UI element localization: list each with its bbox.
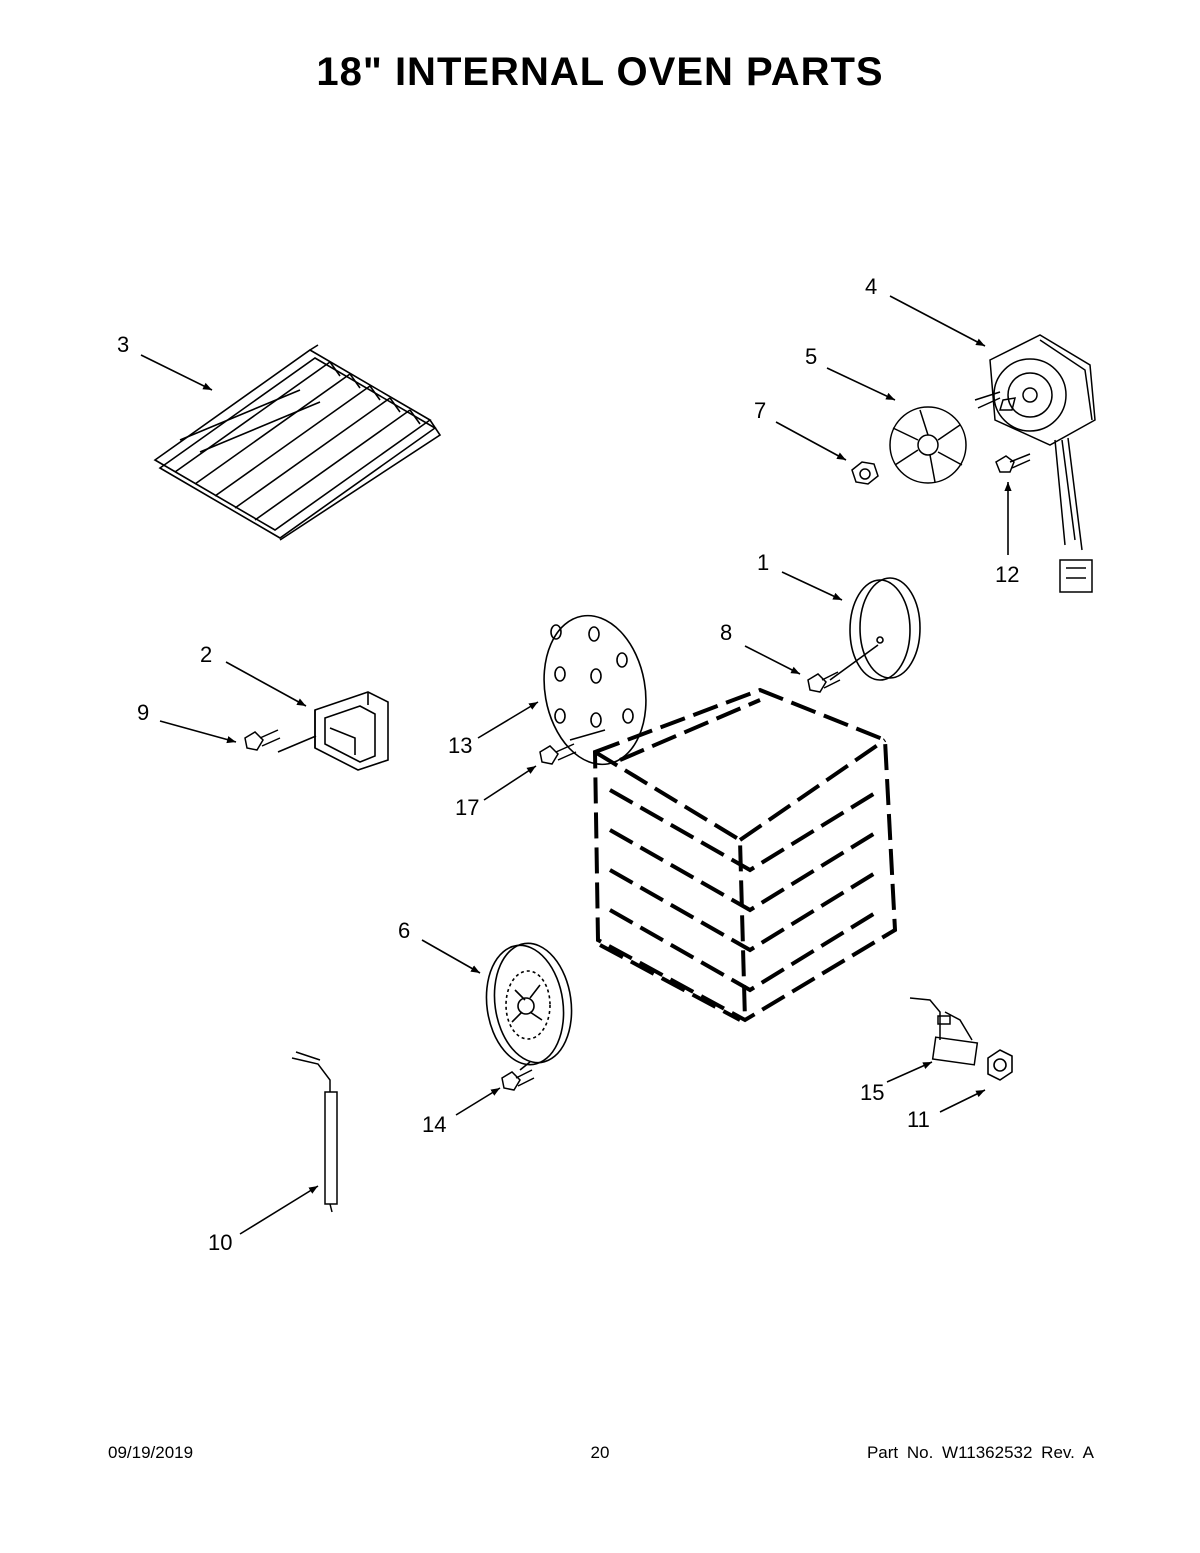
leader-7 [775,421,847,461]
nut-part-11 [987,1049,1013,1081]
callout-3: 3 [117,332,129,357]
screw-part-14 [501,1069,535,1091]
callout-2: 2 [200,642,212,667]
leader-8 [744,645,801,675]
leader-1 [781,571,843,601]
callout-10: 10 [208,1230,232,1255]
leader-4 [889,295,986,347]
callout-15: 15 [860,1080,884,1105]
leader-6 [421,939,481,974]
callout-6: 6 [398,918,410,943]
light-socket-part [909,997,979,1066]
oven-cavity-outline [592,687,898,1023]
leader-15 [886,1061,933,1083]
fan-cover-part [485,942,573,1071]
baffle-plate-part [829,577,921,681]
callout-5: 5 [805,344,817,369]
callout-4: 4 [865,274,877,299]
leader-3 [140,354,213,391]
screw-part-12 [995,453,1031,473]
gasket-part [543,614,647,766]
bracket-box-part [277,691,389,771]
screw-part-9 [244,729,281,751]
leader-17 [483,765,537,801]
callout-11: 11 [907,1107,930,1132]
footer-part-number: Part No. W11362532 Rev. A [866,1443,1094,1462]
temperature-sensor-part [291,1051,338,1213]
footer-date: 09/19/2019 [108,1443,194,1462]
callout-1: 1 [757,550,769,575]
callout-7: 7 [754,398,766,423]
leader-2 [225,661,307,707]
leader-14 [455,1087,501,1116]
page-title: 18" INTERNAL OVEN PARTS [316,50,884,94]
screw-part-17 [539,743,577,765]
callout-17: 17 [455,795,479,820]
screw-part-8 [807,671,841,693]
fan-blade-part [889,406,967,484]
callout-14: 14 [422,1112,446,1137]
leader-11 [939,1089,986,1113]
leader-9 [159,720,237,744]
callout-9: 9 [137,700,149,725]
leader-lines [140,295,1012,1235]
hex-nut-part [851,461,879,485]
oven-rack-part [153,344,442,541]
callout-8: 8 [720,620,732,645]
callout-12: 12 [995,562,1019,587]
callout-13: 13 [448,733,472,758]
footer-page-number: 20 [590,1443,610,1462]
leader-10 [239,1185,319,1235]
leader-5 [826,367,896,401]
convection-motor-part [974,334,1096,593]
callout-labels: 1 2 3 4 5 6 7 8 9 10 11 12 13 14 15 17 [117,274,1019,1255]
leader-13 [477,701,539,739]
